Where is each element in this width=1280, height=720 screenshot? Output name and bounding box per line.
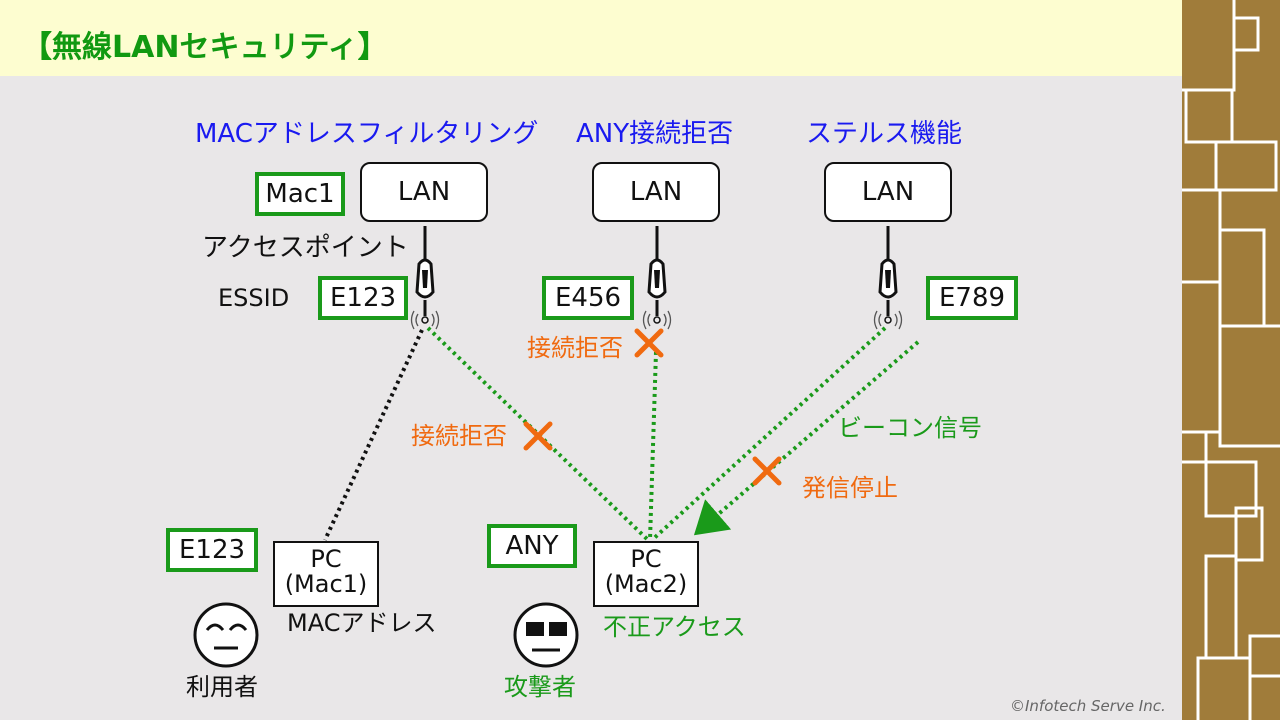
label-attacker: 攻撃者 [504,673,576,701]
user-face-icon [193,602,259,668]
label-reject-any: 接続拒否 [527,334,623,362]
essid-box-1: E123 [318,276,408,320]
access-point-icon-2 [642,258,672,330]
attacker-pc-box: PC (Mac2) [593,541,699,607]
attacker-pc-label: PC [630,545,662,573]
access-point-icon-3 [873,258,903,330]
attack-line-1 [426,326,650,542]
reject-x-icon-2 [634,328,664,358]
label-beacon-signal: ビーコン信号 [838,414,982,442]
heading-mac-filtering: MACアドレスフィルタリング [195,119,539,149]
mac-address-box: Mac1 [255,172,345,216]
content-area [0,76,1182,720]
lan-box-2: LAN [592,162,720,222]
user-pc-box: PC (Mac1) [273,541,379,607]
essid-box-3: E789 [926,276,1018,320]
stop-x-icon [752,456,782,486]
label-unauthorized-access: 不正アクセス [603,613,746,641]
label-essid: ESSID [218,284,290,312]
beacon-arrow [693,340,920,536]
attacker-pc-mac: (Mac2) [604,570,688,599]
user-connection-line [323,329,424,541]
decorative-side-panel [1182,0,1280,720]
lan-box-1: LAN [360,162,488,222]
label-reject-mac: 接続拒否 [411,422,507,450]
essid-box-2: E456 [542,276,634,320]
label-user: 利用者 [186,673,258,701]
attacker-essid-box: ANY [487,524,577,568]
heading-any-reject: ANY接続拒否 [576,119,734,149]
access-point-icon-1 [410,258,440,330]
user-essid-box: E123 [166,528,258,572]
lan-box-3: LAN [824,162,952,222]
label-mac-address: MACアドレス [287,609,437,637]
label-stop-sending: 発信停止 [802,474,898,502]
user-pc-mac: (Mac1) [284,570,368,599]
heading-stealth: ステルス機能 [806,119,963,149]
header-bar: 【無線LANセキュリティ】 [0,0,1182,76]
label-access-point: アクセスポイント [202,233,409,263]
page-title: 【無線LANセキュリティ】 [22,30,388,65]
attack-line-2 [648,351,658,541]
attacker-face-icon [513,602,579,668]
reject-x-icon-1 [523,421,553,451]
copyright-text: ©Infotech Serve Inc. [1010,697,1166,715]
user-pc-label: PC [310,545,342,573]
